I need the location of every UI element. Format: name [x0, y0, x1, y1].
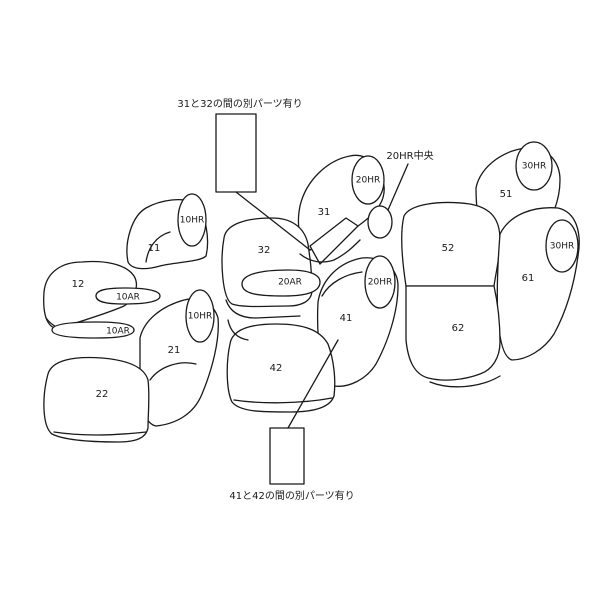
note-20hr-center: 20HR中央: [386, 149, 433, 162]
seat-cushion-42: [226, 323, 336, 413]
leader-20hr-center: [387, 163, 409, 211]
headrest-30hr-bottom: [545, 219, 579, 273]
label-21: 21: [168, 345, 181, 356]
headrest-30hr-top: [515, 141, 553, 191]
leader-31-32: [235, 191, 311, 251]
seat-back-41-side: [321, 271, 363, 297]
seat-cushion-32-side: [225, 299, 301, 319]
armrest-10ar-bottom: [51, 321, 135, 339]
separate-part-41-42: [269, 427, 305, 485]
headrest-20hr-center: [367, 205, 393, 239]
headrest-20hr-bottom: [364, 255, 396, 309]
label-51: 51: [500, 189, 513, 200]
separate-part-31-32: [215, 113, 257, 193]
seat-cushion-42-front: [233, 397, 333, 404]
label-10hr-top: 10HR: [180, 216, 204, 226]
label-20hr-top: 20HR: [356, 176, 380, 186]
label-32: 32: [258, 245, 271, 256]
center-console-back: [299, 239, 361, 263]
seat-cushion-42-side: [227, 319, 249, 341]
seat-cushion-62-front: [429, 375, 501, 388]
seat-cushion-22: [43, 356, 150, 443]
label-10hr-bottom: 10HR: [188, 312, 212, 322]
label-20ar: 20AR: [278, 278, 302, 288]
seat-back-11-side: [145, 231, 171, 263]
armrest-10ar-top: [95, 287, 161, 305]
seat-cushion-62: [405, 285, 501, 381]
label-10ar-bottom: 10AR: [106, 327, 130, 337]
label-61: 61: [522, 273, 535, 284]
label-31: 31: [318, 207, 331, 218]
leader-41-42: [287, 339, 339, 429]
label-11: 11: [148, 243, 161, 254]
label-20hr-bottom: 20HR: [368, 278, 392, 288]
label-41: 41: [340, 313, 353, 324]
seat-back-21-side: [149, 362, 197, 381]
headrest-10hr-bottom: [185, 289, 215, 343]
note-separate-part-31-32: 31と32の間の別パーツ有り: [177, 97, 302, 110]
seat-cushion-22-front: [53, 431, 147, 436]
note-separate-part-41-42: 41と42の間の別パーツ有り: [229, 489, 354, 502]
label-52: 52: [442, 243, 455, 254]
label-62: 62: [452, 323, 465, 334]
headrest-20hr-top: [351, 155, 385, 205]
label-30hr-top: 30HR: [522, 162, 546, 172]
label-30hr-bottom: 30HR: [550, 242, 574, 252]
label-10ar-top: 10AR: [116, 293, 140, 303]
center-console-part: [309, 217, 359, 265]
label-42: 42: [270, 363, 283, 374]
label-22: 22: [96, 389, 109, 400]
label-12: 12: [72, 279, 85, 290]
armrest-20ar: [241, 269, 321, 297]
headrest-10hr-top: [177, 193, 207, 247]
